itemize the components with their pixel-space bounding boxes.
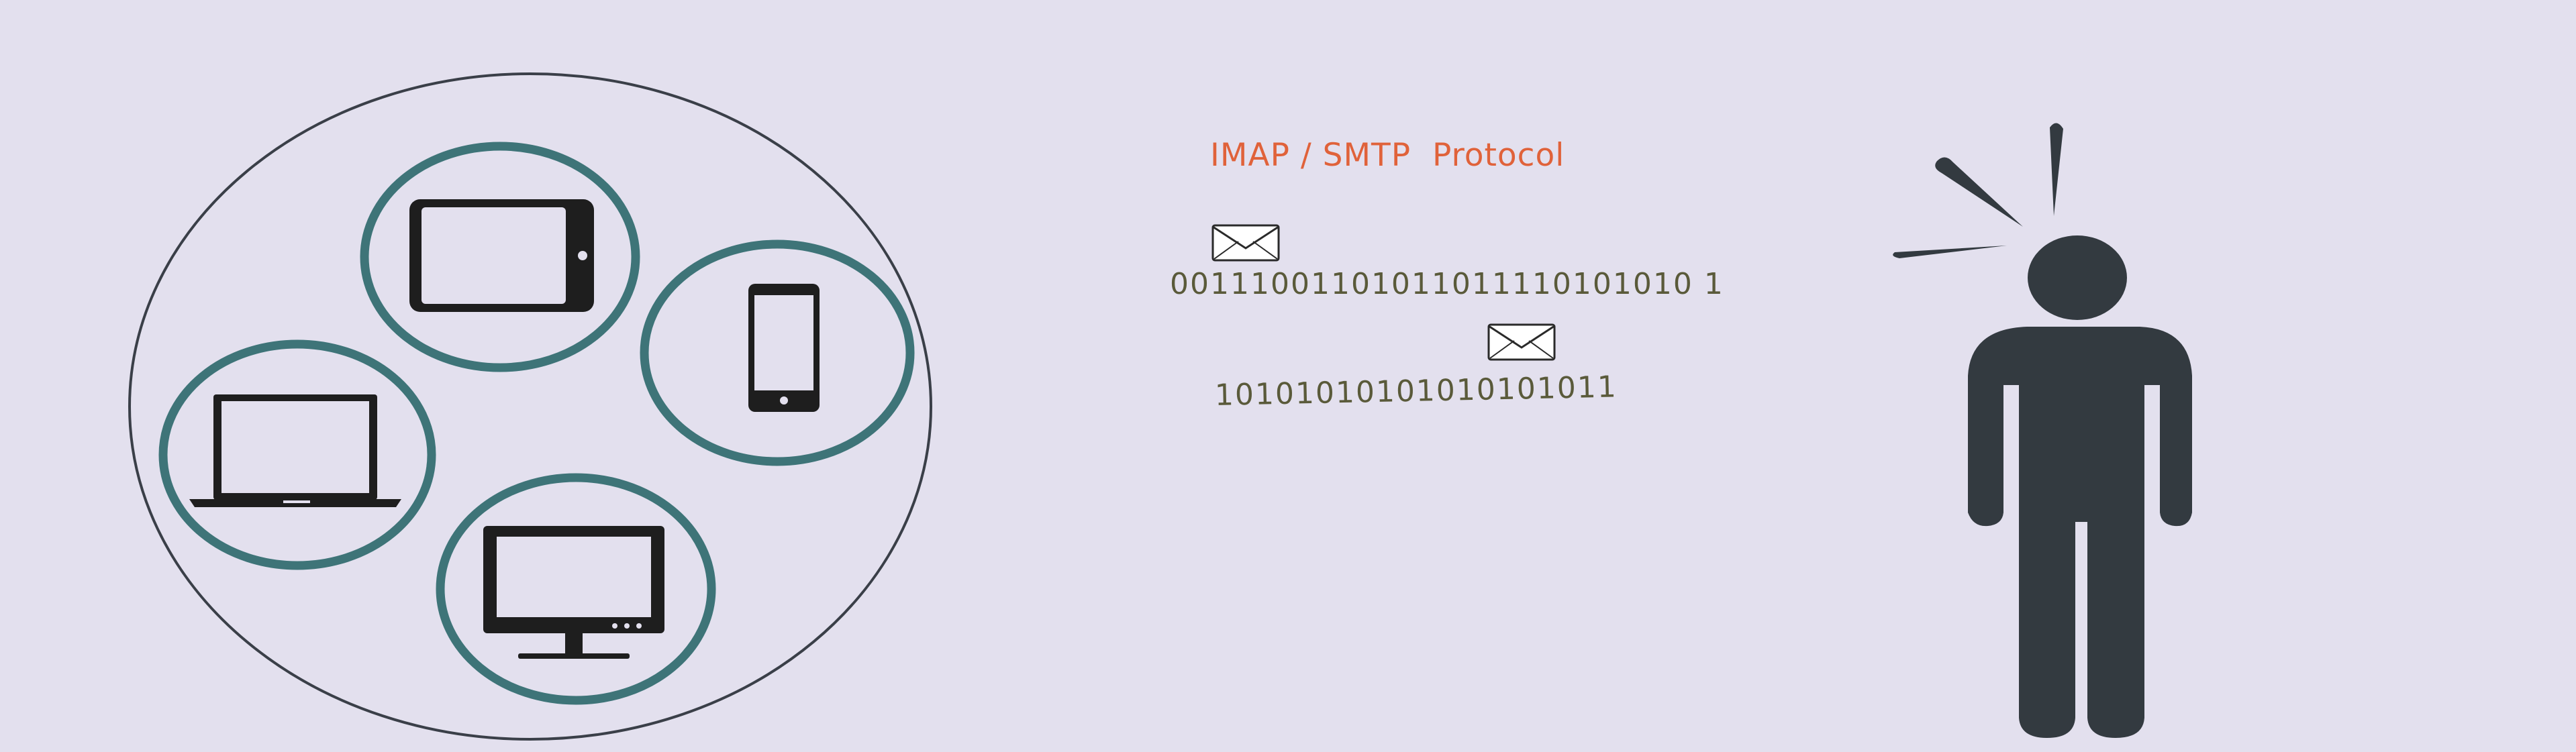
envelope-icon xyxy=(1211,224,1280,262)
tablet-ring xyxy=(360,142,640,372)
tablet-device xyxy=(360,142,640,372)
desktop-ring xyxy=(436,473,716,705)
device-group-outline xyxy=(128,72,932,741)
laptop-ring xyxy=(158,339,436,570)
person-icon xyxy=(1893,123,2192,738)
smartphone-device xyxy=(640,239,915,466)
protocol-label: IMAP / SMTP Protocol xyxy=(1210,137,1565,174)
smartphone-icon xyxy=(748,284,820,412)
bitstream-outgoing: 00111001101011011110101010 1 xyxy=(1170,267,1724,301)
laptop-device xyxy=(158,339,436,570)
desktop-monitor-icon xyxy=(483,526,664,659)
tablet-icon xyxy=(409,199,594,312)
desktop-device xyxy=(436,473,716,705)
envelope-icon xyxy=(1487,323,1556,361)
smartphone-ring xyxy=(640,239,915,466)
laptop-icon xyxy=(189,394,401,507)
